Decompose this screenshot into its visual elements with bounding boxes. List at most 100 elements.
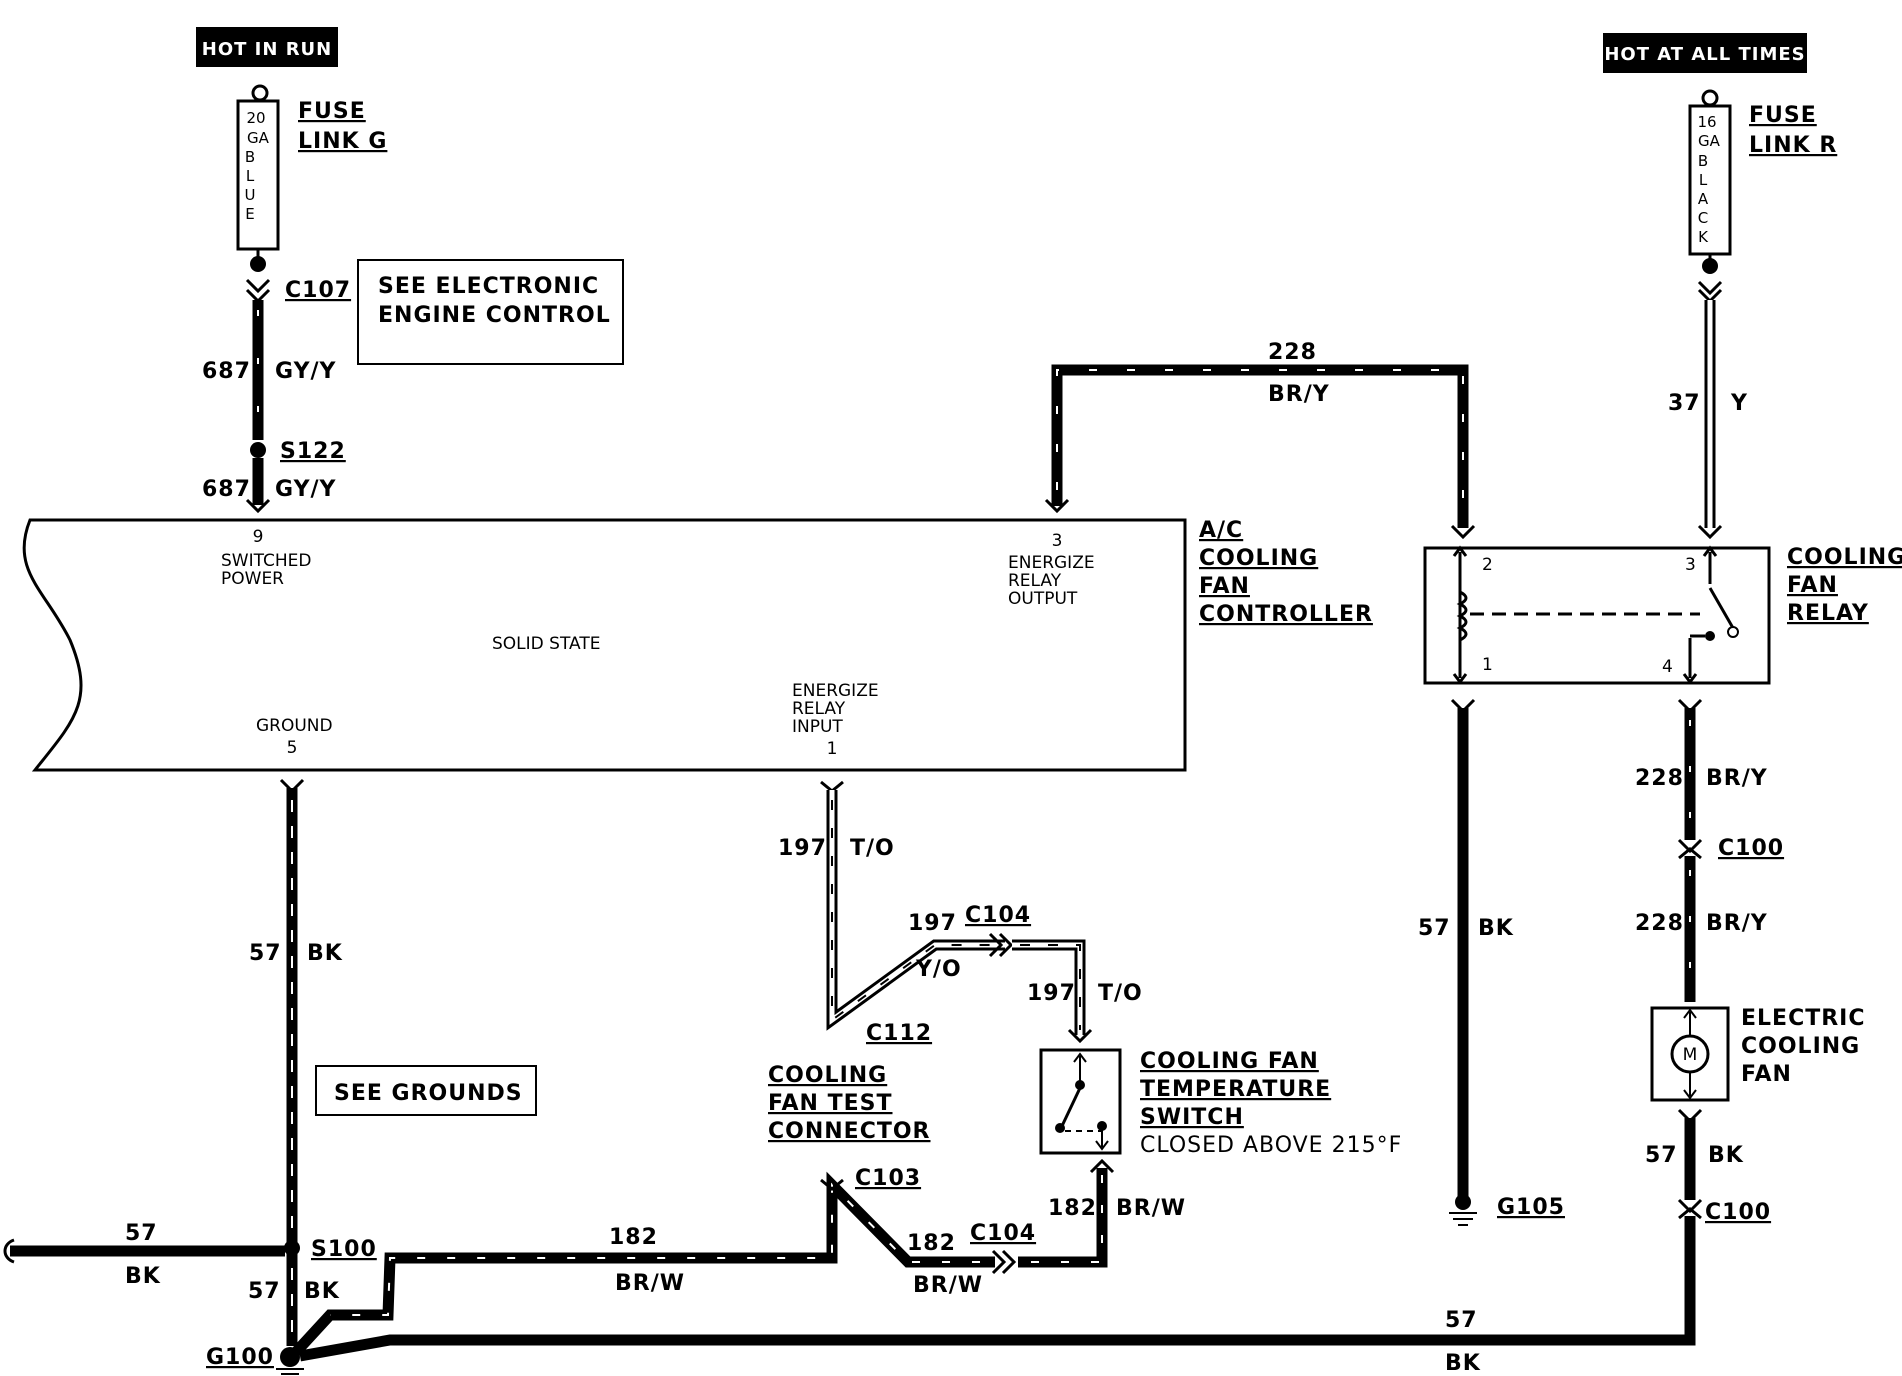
c103-label: C103 <box>855 1166 921 1191</box>
pin9-label-1: SWITCHED <box>221 551 312 571</box>
svg-text:2: 2 <box>1482 555 1493 575</box>
wire-57-ctrl-number: 57 <box>249 941 282 966</box>
svg-text:3: 3 <box>1685 555 1696 575</box>
wire-687a-number: 687 <box>202 359 251 384</box>
fuse-link-r: 16 GA B L A C K <box>1688 89 1732 256</box>
wire-182 <box>291 1158 1115 1356</box>
svg-text:C: C <box>1698 209 1708 227</box>
s122-label: S122 <box>280 439 346 464</box>
test-connector-title-3: CONNECTOR <box>768 1119 931 1144</box>
wire-228b-color: BR/Y <box>1706 911 1768 936</box>
svg-text:HOT IN RUN: HOT IN RUN <box>202 39 332 60</box>
fuse-link-r-title-1: FUSE <box>1749 103 1817 128</box>
wire-57-left-color: BK <box>125 1264 161 1289</box>
pin1-label-2: RELAY <box>792 699 846 719</box>
hot-in-run-tag: HOT IN RUN <box>196 27 338 67</box>
c104b-label: C104 <box>970 1221 1036 1246</box>
wire-182a-color: BR/W <box>615 1271 685 1296</box>
wire-228-color: BR/Y <box>1268 382 1330 407</box>
switch-title-3: SWITCH <box>1140 1105 1244 1130</box>
wire-57-s100-number: 57 <box>248 1279 281 1304</box>
switch-note: CLOSED ABOVE 215°F <box>1140 1133 1402 1158</box>
wire-197b-color: Y/O <box>915 957 962 982</box>
wire-57-controller-ground <box>276 778 305 1375</box>
svg-text:U: U <box>245 186 256 204</box>
wire-228-relay-to-fan <box>1677 698 1703 1002</box>
pin3-label-3: OUTPUT <box>1008 589 1078 609</box>
pin5-label: GROUND <box>256 716 333 736</box>
svg-text:K: K <box>1698 228 1709 246</box>
cooling-fan-relay: 2 1 3 4 <box>1423 545 1771 685</box>
wire-57-fan-number: 57 <box>1645 1143 1678 1168</box>
wire-197c-color: T/O <box>1098 981 1143 1006</box>
svg-text:SEE GROUNDS: SEE GROUNDS <box>334 1081 523 1106</box>
svg-text:M: M <box>1683 1045 1698 1065</box>
pin9-number: 9 <box>253 527 264 547</box>
svg-text:16: 16 <box>1697 113 1716 131</box>
wire-57-bottom-number: 57 <box>1445 1308 1478 1333</box>
wire-197 <box>820 780 1093 1044</box>
g105-label: G105 <box>1497 1195 1565 1220</box>
svg-text:HOT AT ALL TIMES: HOT AT ALL TIMES <box>1604 44 1805 65</box>
svg-text:SEE ELECTRONIC: SEE ELECTRONIC <box>378 274 599 299</box>
controller-title-4: CONTROLLER <box>1199 602 1373 627</box>
wire-57-relay-to-g105 <box>1449 698 1477 1226</box>
svg-text:20: 20 <box>246 109 265 127</box>
c104a-label: C104 <box>965 903 1031 928</box>
wire-57-ctrl-color: BK <box>307 941 343 966</box>
wire-228a-color: BR/Y <box>1706 766 1768 791</box>
cooling-fan-temperature-switch <box>1039 1048 1122 1155</box>
controller-title-1: A/C <box>1199 518 1243 543</box>
wire-182-sw-color: BR/W <box>1116 1196 1186 1221</box>
wire-687a-color: GY/Y <box>275 359 337 384</box>
pin3-number: 3 <box>1052 531 1063 551</box>
svg-text:L: L <box>1699 171 1708 189</box>
wire-57-s100-color: BK <box>304 1279 340 1304</box>
wire-57-fan-color: BK <box>1708 1143 1744 1168</box>
wire-37 <box>1697 254 1723 540</box>
wire-197a-color: T/O <box>850 836 895 861</box>
wire-182b-color: BR/W <box>913 1273 983 1298</box>
svg-text:GA: GA <box>247 129 270 147</box>
svg-text:B: B <box>245 148 255 166</box>
wire-57-left-feed <box>3 1238 285 1264</box>
electric-cooling-fan: M <box>1650 1006 1730 1102</box>
c107-label: C107 <box>285 278 351 303</box>
relay-title-2: FAN <box>1787 573 1838 598</box>
pin3-label-1: ENERGIZE <box>1008 553 1095 573</box>
test-connector-title-2: FAN TEST <box>768 1091 893 1116</box>
pin3-label-2: RELAY <box>1008 571 1062 591</box>
switch-title-1: COOLING FAN <box>1140 1049 1319 1074</box>
fuse-link-g-title-1: FUSE <box>298 99 366 124</box>
pin1-label-3: INPUT <box>792 717 843 737</box>
svg-text:E: E <box>245 205 254 223</box>
wire-37-number: 37 <box>1668 391 1701 416</box>
s100-label: S100 <box>311 1237 377 1262</box>
fan-title-1: ELECTRIC <box>1741 1006 1866 1031</box>
wire-57-fan-to-ground <box>299 1108 1703 1362</box>
hot-at-all-times-tag: HOT AT ALL TIMES <box>1603 33 1807 73</box>
pin9-label-2: POWER <box>221 569 284 589</box>
c112-label: C112 <box>866 1021 932 1046</box>
relay-title-3: RELAY <box>1787 601 1869 626</box>
wire-228-number: 228 <box>1268 340 1317 365</box>
relay-title-1: COOLING <box>1787 545 1902 570</box>
solid-state-label: SOLID STATE <box>492 634 600 654</box>
wire-687 <box>245 249 271 514</box>
ac-cooling-fan-controller-body <box>22 518 1187 772</box>
fan-title-2: COOLING <box>1741 1034 1860 1059</box>
see-grounds-box: SEE GROUNDS <box>315 1065 537 1116</box>
svg-text:1: 1 <box>1482 655 1493 675</box>
controller-title-3: FAN <box>1199 574 1250 599</box>
wire-182a-number: 182 <box>609 1225 658 1250</box>
svg-text:B: B <box>1698 152 1708 170</box>
pin5-number: 5 <box>287 738 298 758</box>
wire-687b-number: 687 <box>202 477 251 502</box>
svg-text:ENGINE CONTROL: ENGINE CONTROL <box>378 303 611 328</box>
svg-text:4: 4 <box>1662 657 1673 677</box>
wire-37-color: Y <box>1730 391 1748 416</box>
wire-57-left-number: 57 <box>125 1221 158 1246</box>
wire-228a-number: 228 <box>1635 766 1684 791</box>
c100b-label: C100 <box>1705 1200 1771 1225</box>
